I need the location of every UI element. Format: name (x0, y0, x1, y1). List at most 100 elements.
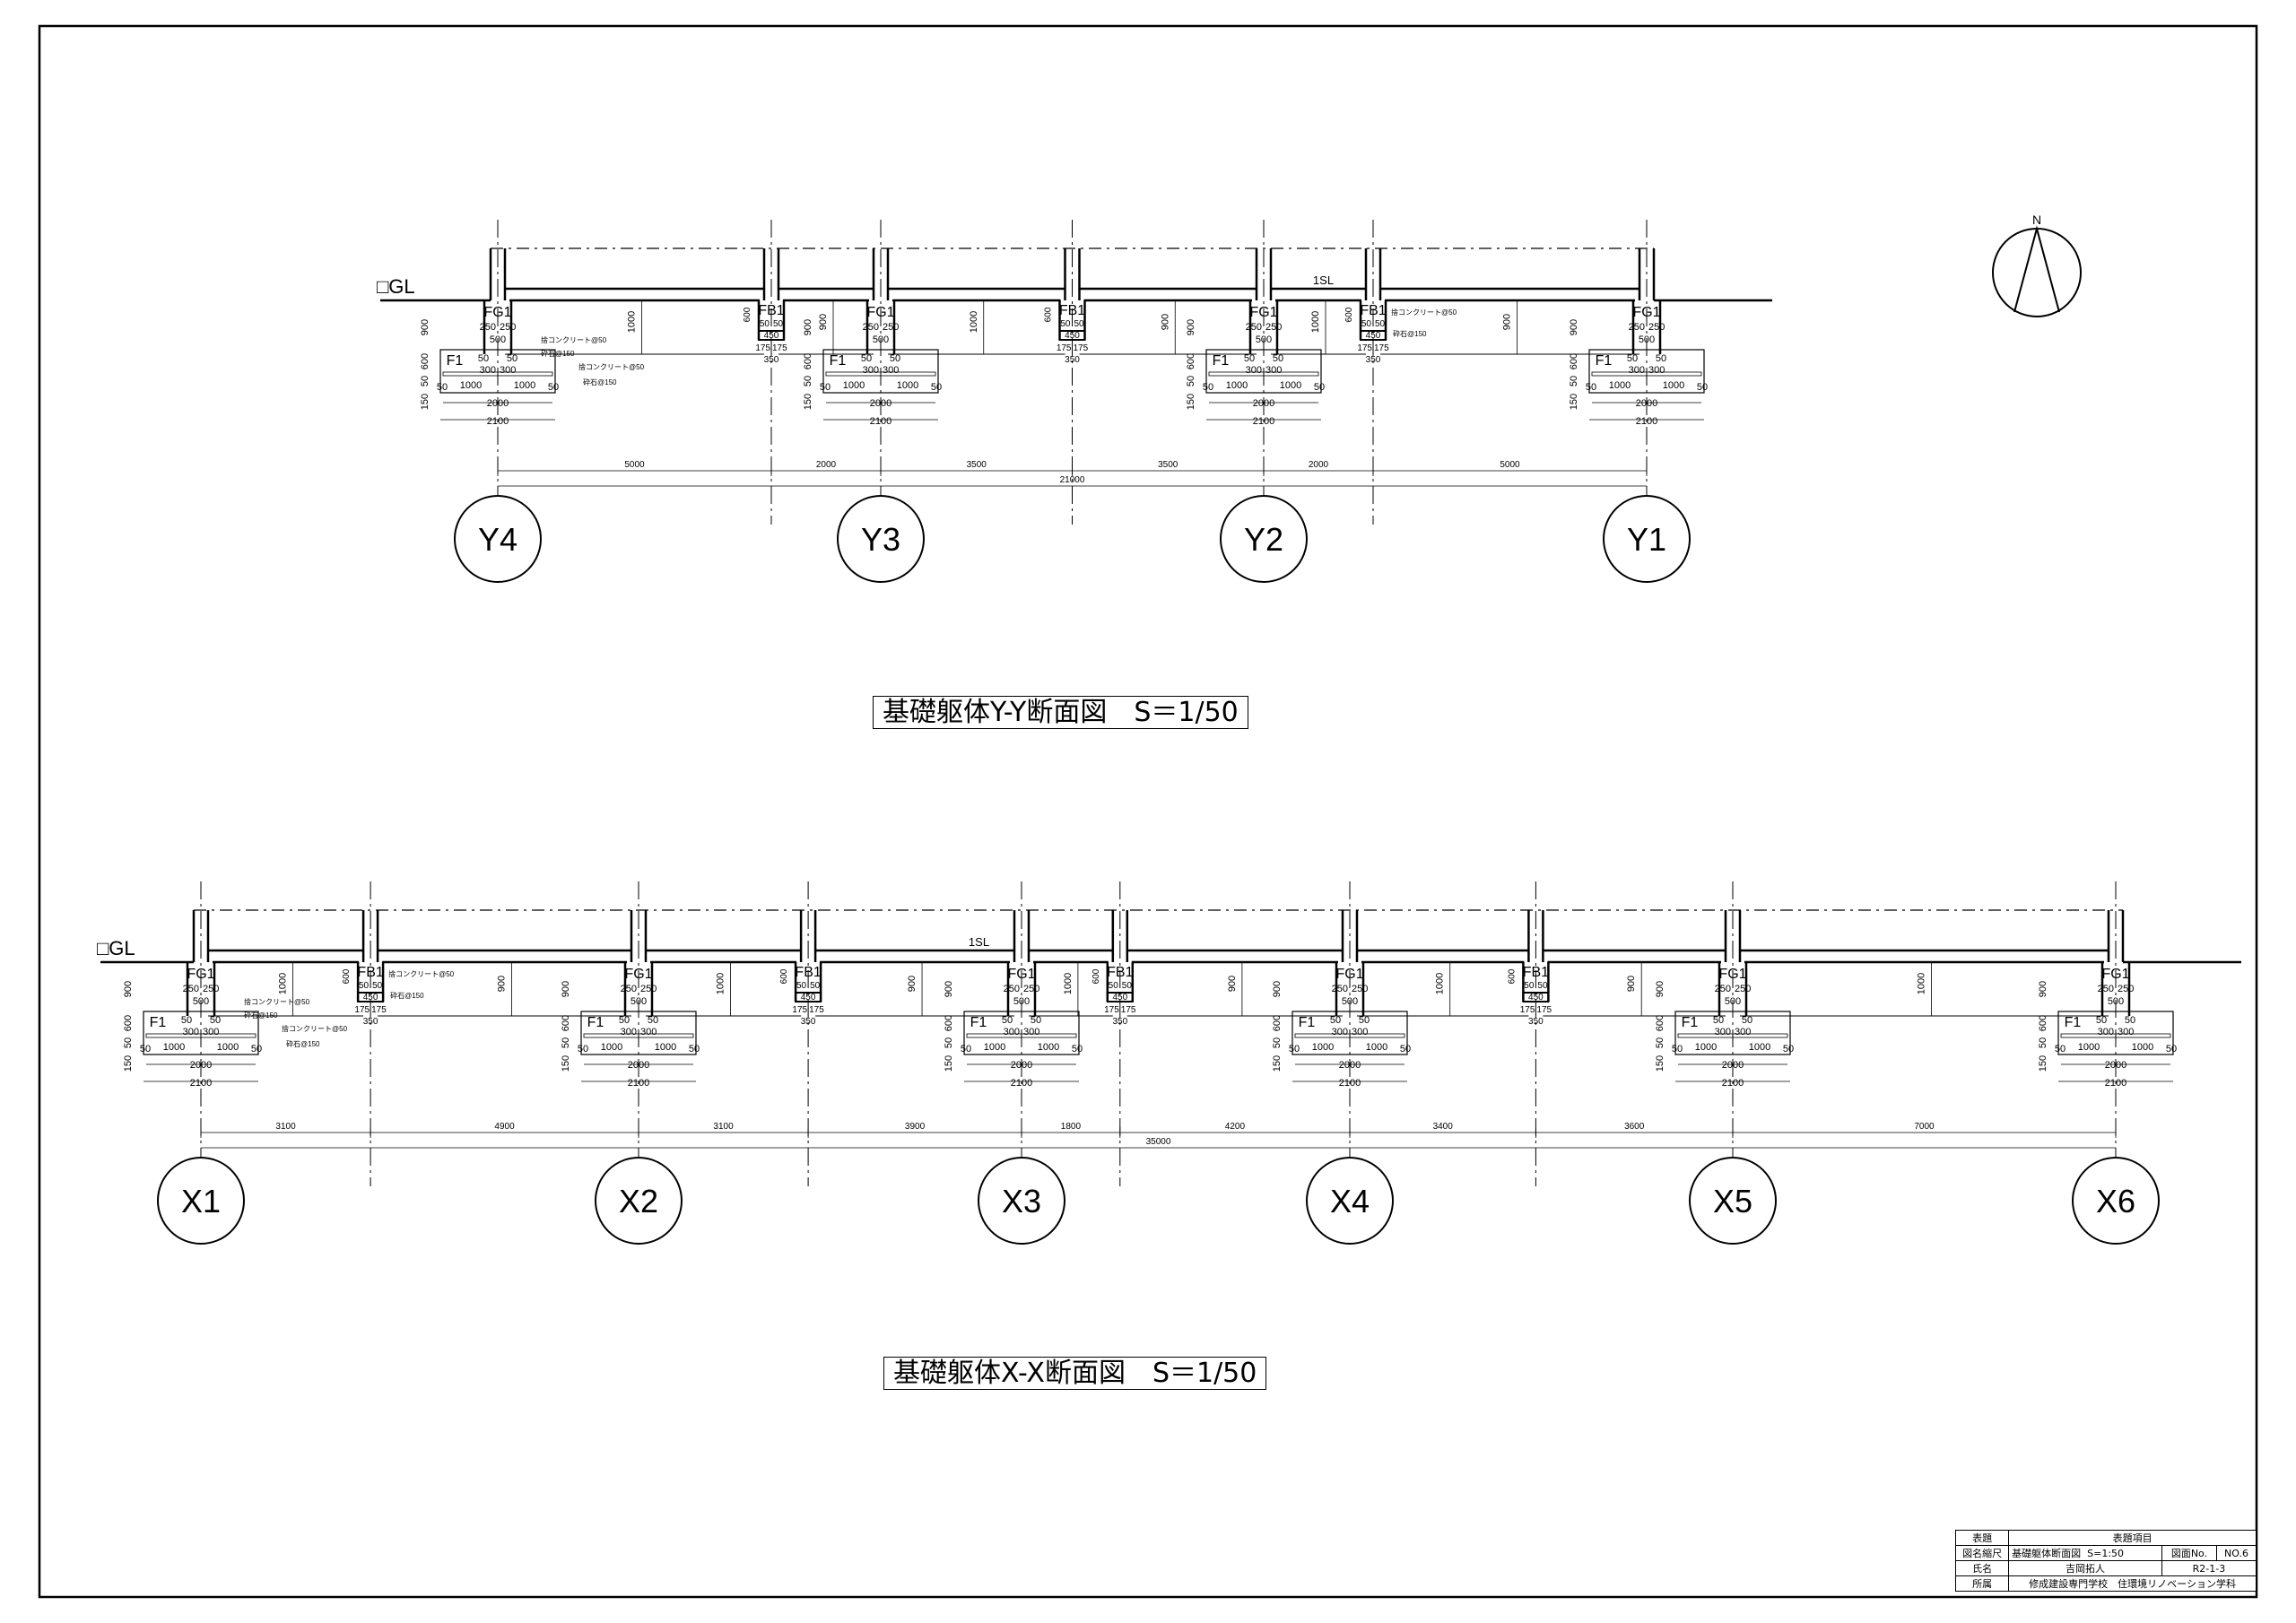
dim-label: 50 (1314, 382, 1325, 393)
footing-base-layer (442, 371, 553, 377)
vdim-label: 150 (1272, 1055, 1283, 1072)
span-dim-label: 3500 (967, 460, 987, 470)
dim-label: 250 (2098, 984, 2114, 994)
dim-label: 1000 (163, 1042, 185, 1053)
dim-label: 50 (2166, 1044, 2177, 1055)
dim-label: 250 (1004, 984, 1020, 994)
beam-depth-label: 900 (1160, 314, 1170, 330)
dim-label: 1000 (984, 1042, 1005, 1053)
slab-level-label: 1SL (1313, 273, 1334, 287)
dim-label: 50 (1742, 1015, 1752, 1026)
dim-label: 2100 (1253, 416, 1274, 427)
vdim-label: 600 (743, 307, 752, 322)
dim-label: 1000 (1366, 1042, 1387, 1053)
vdim-label: 600 (1272, 1015, 1283, 1031)
vdim-label: 900 (420, 319, 430, 335)
tb-header-no: 図面No. (2161, 1545, 2218, 1561)
span-dim-label: 2000 (1309, 460, 1329, 470)
beam-depth-label: 900 (1227, 976, 1238, 992)
dim-label: 50 (1002, 1015, 1013, 1026)
dim-label: 50 (1244, 353, 1255, 364)
span-dim-label: 4200 (1225, 1122, 1246, 1132)
vdim-label: 600 (779, 968, 789, 984)
dim-label: 2100 (190, 1078, 212, 1089)
dim-label: 50 (1359, 1015, 1370, 1026)
fb-base (758, 330, 785, 341)
drawing-border (38, 24, 2258, 1599)
vdim-label: 900 (2038, 981, 2048, 997)
dim-label: 300 (500, 365, 516, 376)
dim-label: 250 (480, 322, 496, 333)
tb-header-drawing: 図名縮尺 (1954, 1545, 2010, 1561)
dim-label: 300 (1332, 1027, 1348, 1037)
dim-label: 500 (631, 996, 647, 1007)
dim-label: 300 (2098, 1027, 2114, 1037)
vdim-label: 600 (342, 968, 352, 984)
fg-label: FG1 (2101, 967, 2129, 982)
vdim-label: 150 (1569, 394, 1579, 410)
dim-label: 350 (1112, 1017, 1127, 1027)
dim-label: 250 (2118, 984, 2134, 994)
dim-label: 300 (1735, 1027, 1751, 1037)
dim-label: 50 (2096, 1015, 2107, 1026)
vdim-label: 600 (1186, 353, 1196, 369)
vdim-label: 600 (561, 1015, 571, 1031)
dim-label: 250 (1265, 322, 1282, 333)
dim-label: 250 (1735, 984, 1751, 994)
dim-label: 50 (210, 1015, 221, 1026)
grid-label-x5: X5 (1713, 1183, 1752, 1219)
dim-label: 175 (772, 343, 787, 353)
grid-bubble (1306, 1157, 1394, 1245)
dim-label: 50 (1289, 1044, 1300, 1055)
dim-label: 250 (883, 322, 899, 333)
vdim-label: 50 (1186, 376, 1196, 386)
dim-label: 1000 (460, 380, 482, 391)
dim-label: 350 (801, 1017, 816, 1027)
span-dim-label: 5000 (624, 460, 645, 470)
span-dim-label: 3400 (1433, 1122, 1454, 1132)
dim-label: 2100 (2105, 1078, 2126, 1089)
vdim-label: 900 (123, 981, 134, 997)
dim-label: 1000 (1609, 380, 1631, 391)
dim-label: 300 (1004, 1027, 1020, 1037)
dim-label: 500 (873, 334, 889, 345)
fb-base (1522, 992, 1550, 1002)
footing-base-layer (1591, 371, 1702, 377)
dim-label: 300 (621, 1027, 637, 1037)
dim-label: 1000 (514, 380, 535, 391)
vdim-label: 900 (1272, 981, 1283, 997)
tb-scale: S=1:50 (2087, 1548, 2125, 1559)
note-label: 捨コンクリート@50 (578, 362, 645, 371)
dim-label: 50 (181, 1015, 192, 1026)
tb-header-name: 氏名 (1954, 1560, 2010, 1576)
fb-base (1058, 330, 1086, 341)
note-label: 捨コンクリート@50 (244, 997, 310, 1006)
dim-label: 1000 (1663, 380, 1684, 391)
footing-label: F1 (2065, 1015, 2082, 1030)
dim-label: 175 (1074, 343, 1089, 353)
dim-label: 1000 (2078, 1042, 2100, 1053)
dim-label: 300 (2118, 1027, 2134, 1037)
dim-label: 175 (1104, 1005, 1119, 1015)
vdim-label: 900 (1655, 981, 1665, 997)
fg-label: FG1 (1335, 967, 1363, 982)
dim-label: 50 (1074, 319, 1085, 329)
dim-label: 350 (1366, 355, 1381, 365)
dim-label: 250 (1246, 322, 1262, 333)
vdim-label: 600 (420, 353, 430, 369)
footing-label: F1 (1682, 1015, 1699, 1030)
dim-label: 50 (359, 981, 370, 991)
dim-label: 1000 (1280, 380, 1301, 391)
dim-label: 1000 (217, 1042, 239, 1053)
dim-label: 1000 (601, 1042, 622, 1053)
dim-label: 300 (1715, 1027, 1731, 1037)
fb-label: FB1 (795, 965, 821, 980)
vdim-label: 600 (944, 1015, 954, 1031)
total-dim-label: 21000 (1060, 475, 1085, 485)
dim-label: 2100 (870, 416, 891, 427)
grid-bubble (157, 1157, 245, 1245)
dim-label: 300 (1629, 365, 1645, 376)
dim-label: 2100 (1722, 1078, 1744, 1089)
vdim-label: 600 (1344, 307, 1354, 322)
fg-label: FG1 (1718, 967, 1746, 982)
